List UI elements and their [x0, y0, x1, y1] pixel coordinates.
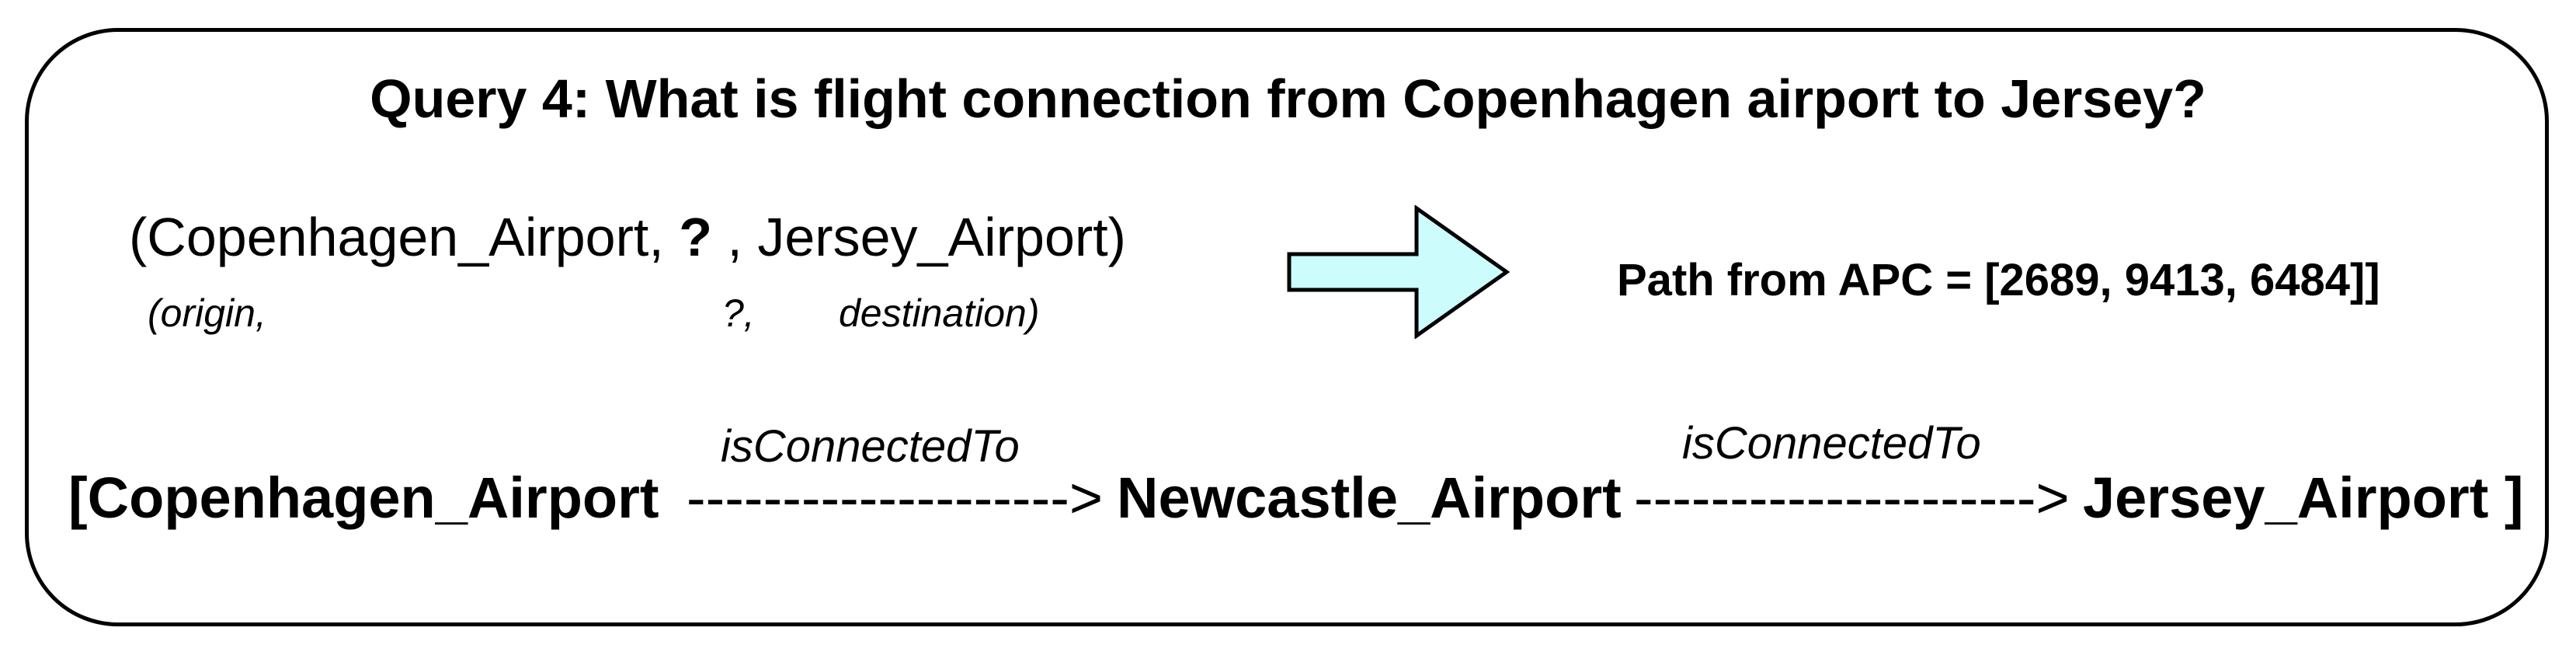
- right-arrow-icon: [1287, 205, 1510, 339]
- edge-label-1: isConnectedTo: [721, 421, 1020, 472]
- edge-arrow-1: -------------------->: [687, 465, 1104, 530]
- edge-label-2: isConnectedTo: [1682, 418, 1981, 469]
- path-origin-node: [Copenhagen_Airport: [68, 465, 659, 530]
- triple-destination: , Jersey_Airport): [727, 207, 1126, 267]
- query-title: Query 4: What is flight connection from …: [370, 68, 2206, 129]
- query-triple: (Copenhagen_Airport, ? , Jersey_Airport): [129, 210, 1126, 264]
- arrow-shape: [1287, 205, 1510, 339]
- path-destination-node: Jersey_Airport ]: [2083, 465, 2524, 530]
- role-origin: (origin,: [148, 291, 266, 335]
- triple-origin: (Copenhagen_Airport,: [129, 207, 664, 267]
- path-result: Path from APC = [2689, 9413, 6484]]: [1617, 255, 2380, 305]
- role-destination: destination): [839, 291, 1040, 335]
- triple-unknown: ?: [679, 207, 713, 267]
- query-panel: [25, 28, 2549, 626]
- path-middle-node: Newcastle_Airport: [1117, 465, 1622, 530]
- role-unknown: ?,: [722, 291, 755, 335]
- edge-arrow-2: --------------------->: [1634, 465, 2070, 530]
